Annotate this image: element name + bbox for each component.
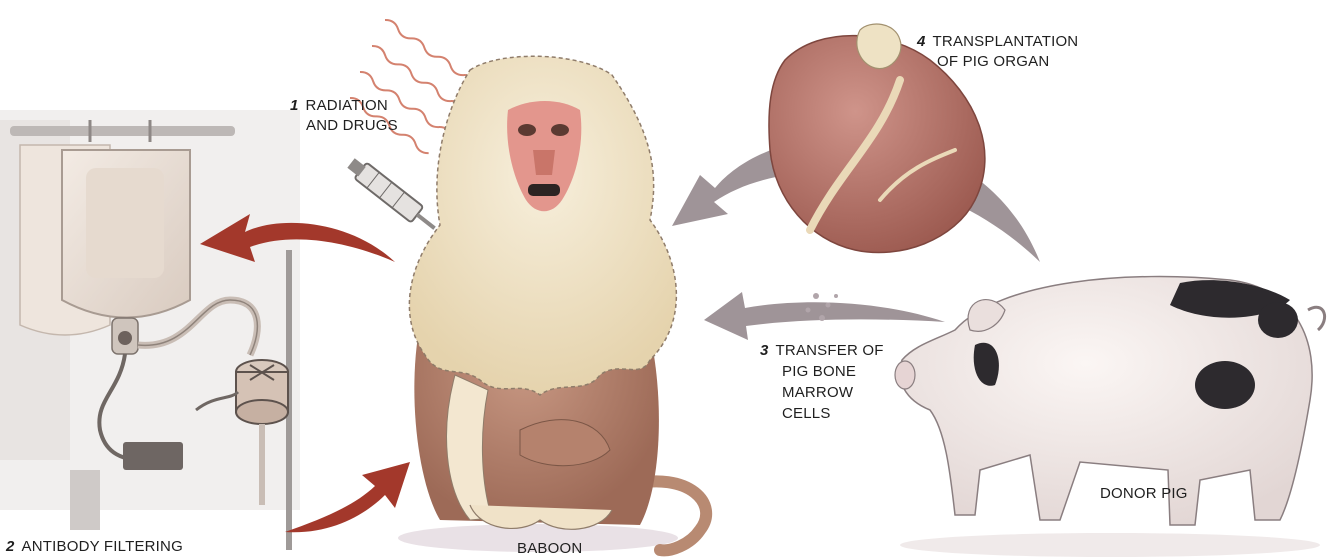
baboon-caption: BABOON [517, 539, 582, 559]
step-4-line-1: TRANSPLANTATION [933, 33, 1079, 50]
step-4-line-2: OF PIG ORGAN [917, 52, 1078, 72]
step-1-line-1: RADIATION [306, 97, 388, 114]
step-1-number: 1 [290, 97, 299, 114]
step-3-label: 3 TRANSFER OF PIG BONE MARROW CELLS [760, 340, 884, 424]
step-1-label: 1 RADIATION AND DRUGS [290, 96, 398, 136]
filtering-apparatus-illustration [0, 110, 300, 550]
step-2-label: 2 ANTIBODY FILTERING [6, 537, 183, 557]
donor-pig-caption: DONOR PIG [1100, 484, 1188, 504]
step-3-line-4: CELLS [760, 403, 884, 424]
step-3-number: 3 [760, 342, 769, 359]
step-1-line-2: AND DRUGS [290, 116, 398, 136]
syringe [345, 155, 441, 236]
donor-pig-illustration [895, 277, 1325, 557]
step-3-line-1: TRANSFER OF [776, 342, 884, 359]
step-4-number: 4 [917, 33, 926, 50]
step-3-line-3: MARROW [760, 382, 884, 403]
step-4-label: 4 TRANSPLANTATION OF PIG ORGAN [917, 32, 1078, 72]
gray-arrow-bone-marrow [704, 292, 945, 340]
step-2-line-1: ANTIBODY FILTERING [22, 538, 183, 555]
step-2-number: 2 [6, 538, 15, 555]
step-3-line-2: PIG BONE [760, 361, 884, 382]
red-arrow-to-baboon [285, 462, 410, 532]
baboon-illustration [398, 56, 706, 552]
